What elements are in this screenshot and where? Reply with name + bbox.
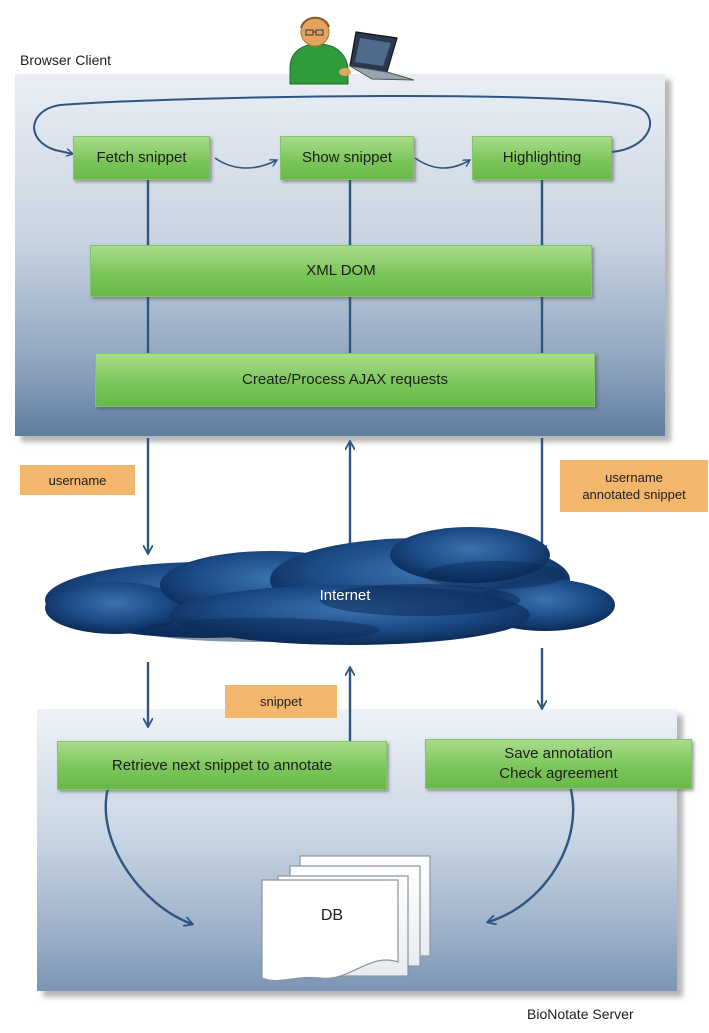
internet-label: Internet: [320, 587, 372, 604]
ajax-requests-box: Create/Process AJAX requests: [95, 353, 595, 407]
loop-arrow: [33, 94, 651, 154]
retrieve-snippet-box: Retrieve next snippet to annotate: [57, 741, 387, 790]
bionotate-server-title: BioNotate Server: [527, 1006, 634, 1022]
retrieve-db-arrow: [106, 788, 192, 924]
user-at-laptop-icon: [289, 16, 415, 85]
xml-dom-box: XML DOM: [90, 245, 592, 297]
database-documents-icon: [261, 855, 431, 982]
browser-client-title: Browser Client: [20, 52, 112, 68]
username-annotated-tag: username annotated snippet: [560, 460, 708, 512]
save-db-arrow: [488, 786, 575, 922]
save-annotation-line-2: Check agreement: [499, 765, 618, 782]
fetch-to-show-arrow: [214, 157, 277, 169]
show-to-highlight-arrow: [414, 157, 470, 169]
internet-cloud-icon: [45, 527, 615, 645]
save-annotation-box: Save annotation Check agreement: [425, 739, 692, 789]
snippet-tag: snippet: [225, 685, 337, 718]
fetch-snippet-box: Fetch snippet: [73, 136, 210, 180]
username-annotated-tag-line-1: username: [605, 470, 663, 485]
highlighting-box: Highlighting: [472, 136, 612, 180]
username-annotated-tag-line-2: annotated snippet: [582, 487, 686, 502]
save-annotation-line-1: Save annotation: [504, 745, 613, 762]
username-tag: username: [20, 465, 135, 495]
db-label: DB: [321, 907, 343, 924]
show-snippet-box: Show snippet: [280, 136, 414, 180]
